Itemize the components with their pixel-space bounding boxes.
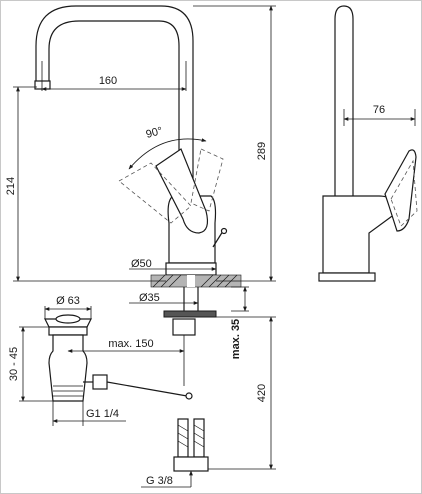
waste-thread (53, 385, 83, 397)
side-depth-label: 76 (373, 104, 385, 116)
dimension-lines (13, 5, 416, 488)
base-diameter-label: Ø50 (131, 258, 152, 270)
pop-up-rod-length-label: max. 150 (108, 338, 153, 350)
waste-height-label: 30 - 45 (8, 347, 20, 381)
pop-up-knob-stem (212, 230, 224, 248)
pop-up-connector (92, 374, 108, 390)
front-view-faucet (34, 5, 228, 276)
supply-thread-label: G 3/8 (146, 475, 173, 487)
pop-up-rod-clip (185, 392, 193, 400)
spout-outer-contour (35, 5, 194, 226)
total-height-label: 289 (256, 142, 268, 160)
pop-up-waste (44, 314, 193, 402)
waste-thread-label: G1 1/4 (86, 408, 119, 420)
side-lever-alt-position (390, 159, 418, 227)
spout-inner-contour (48, 20, 180, 226)
side-base (318, 272, 376, 282)
supply-hose-braid (177, 424, 205, 448)
spout-height-label: 214 (5, 177, 17, 195)
side-view-faucet (318, 5, 418, 282)
lever-angle-arc (128, 138, 207, 170)
mounting-plate (163, 310, 217, 318)
waste-plug (55, 314, 81, 324)
dimension-labels: 160 90° 214 289 76 Ø50 Ø35 max. 35 Ø 63 … (5, 75, 385, 487)
max-deck-thickness-label: max. 35 (230, 319, 242, 359)
shank-diameter-label: Ø35 (139, 292, 160, 304)
lever-angle-label: 90° (145, 125, 164, 141)
side-lever (384, 149, 417, 232)
side-body (322, 195, 400, 274)
supply-fittings (173, 456, 209, 472)
pop-up-knob (220, 227, 228, 235)
lever-handle (155, 148, 209, 234)
side-spout (334, 5, 354, 196)
mounting-nut (172, 318, 196, 336)
mounting-assembly (163, 287, 217, 472)
aerator (34, 80, 51, 90)
waste-diameter-label: Ø 63 (56, 295, 80, 307)
supply-length-label: 420 (256, 384, 268, 402)
pop-up-rod (106, 381, 188, 397)
lever-alt-position-right (190, 148, 224, 212)
spout-reach-label: 160 (99, 75, 117, 87)
waste-washer (48, 326, 88, 336)
